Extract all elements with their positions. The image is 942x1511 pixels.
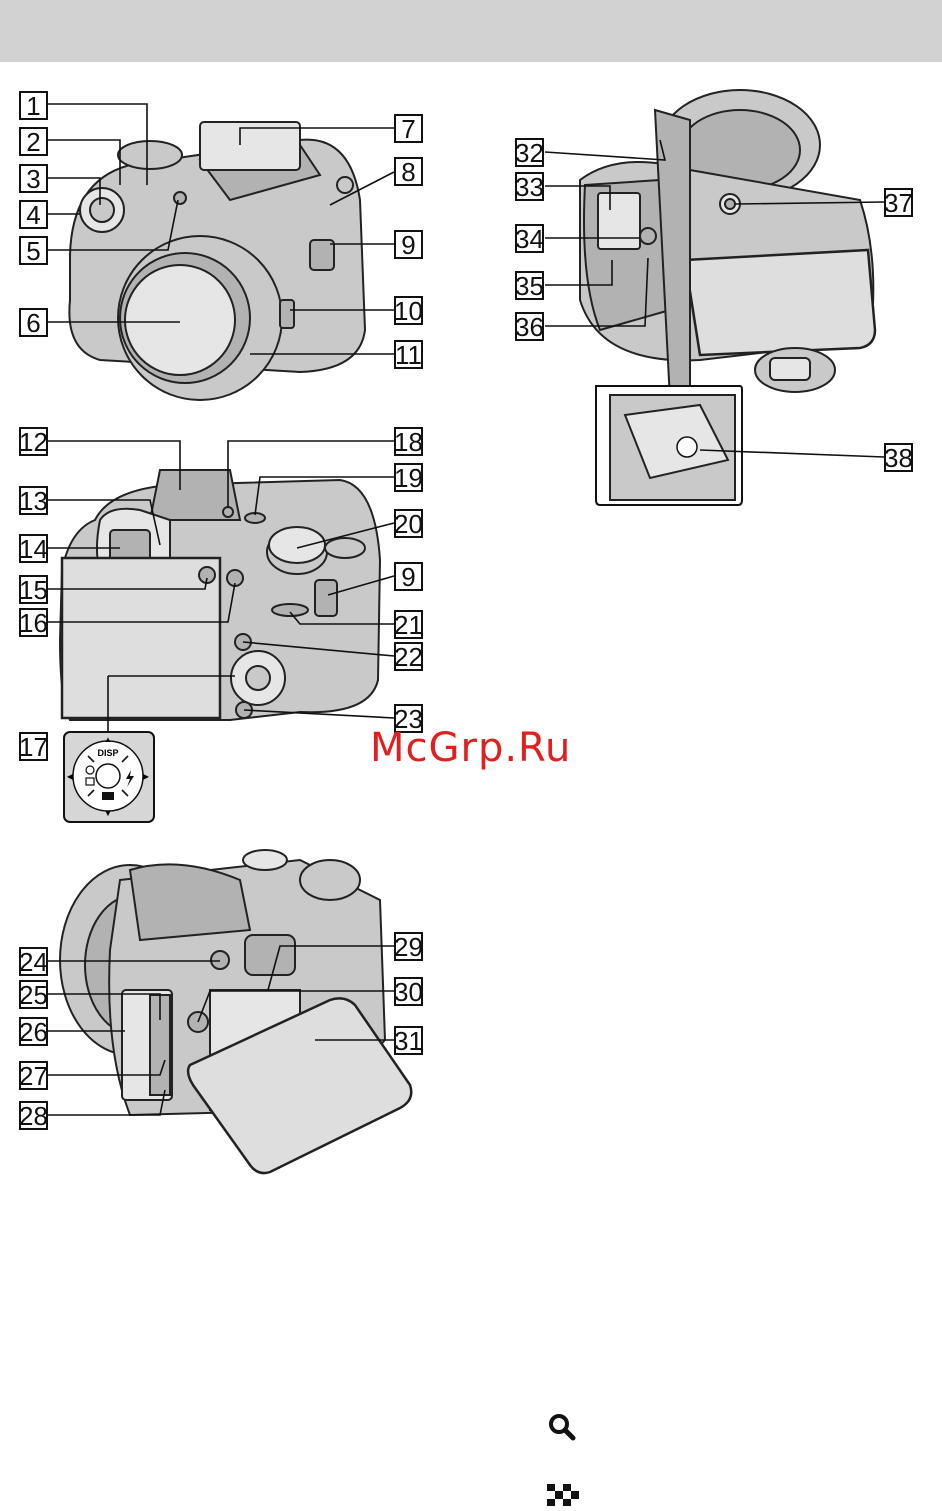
svg-text:33: 33 (515, 172, 544, 202)
control-dial-inset: DISP ▲ ▼ ◀ ▶ (64, 732, 154, 822)
callout-24: 24 (19, 947, 48, 977)
svg-text:12: 12 (19, 427, 48, 457)
svg-text:15: 15 (19, 575, 48, 605)
callout-37: 37 (884, 188, 913, 218)
svg-text:35: 35 (515, 271, 544, 301)
svg-text:3: 3 (26, 164, 40, 194)
svg-text:31: 31 (394, 1026, 423, 1056)
svg-text:4: 4 (26, 200, 40, 230)
callout-13: 13 (19, 486, 48, 516)
callout-27: 27 (19, 1061, 48, 1091)
callout-34: 34 (515, 224, 544, 254)
svg-text:5: 5 (26, 236, 40, 266)
watermark-text: McGrp.Ru (370, 725, 590, 771)
svg-text:1: 1 (26, 91, 40, 121)
camera-front-view (69, 122, 365, 400)
callout-2: 2 (20, 127, 47, 157)
callout-8: 8 (395, 157, 422, 187)
svg-text:19: 19 (394, 463, 423, 493)
callout-17: 17 (19, 732, 48, 762)
callout-18: 18 (394, 427, 423, 457)
dial-disp-label: DISP (97, 748, 118, 758)
camera-back-view (60, 470, 380, 733)
svg-text:7: 7 (401, 114, 415, 144)
svg-text:9: 9 (401, 230, 415, 260)
svg-text:20: 20 (394, 509, 423, 539)
search-icon[interactable] (547, 1412, 577, 1442)
callout-14: 14 (19, 534, 48, 564)
svg-text:32: 32 (515, 138, 544, 168)
callout-29: 29 (394, 932, 423, 962)
callout-28: 28 (19, 1101, 48, 1131)
checker-index-icon[interactable] (547, 1484, 579, 1506)
callout-6: 6 (20, 308, 47, 338)
callout-32: 32 (515, 138, 544, 168)
svg-text:22: 22 (394, 642, 423, 672)
callout-21: 21 (394, 610, 423, 640)
callout-10: 10 (394, 296, 423, 326)
callout-33: 33 (515, 172, 544, 202)
svg-text:14: 14 (19, 534, 48, 564)
camera-bottom-view (580, 90, 875, 505)
callout-22: 22 (394, 642, 423, 672)
svg-text:16: 16 (19, 608, 48, 638)
svg-text:37: 37 (884, 188, 913, 218)
svg-text:25: 25 (19, 980, 48, 1010)
svg-text:30: 30 (394, 977, 423, 1007)
callout-35: 35 (515, 271, 544, 301)
svg-text:8: 8 (401, 157, 415, 187)
callout-11: 11 (395, 340, 422, 370)
svg-text:26: 26 (19, 1017, 48, 1047)
svg-text:34: 34 (515, 224, 544, 254)
callout-16: 16 (19, 608, 48, 638)
callout-25: 25 (19, 980, 48, 1010)
callout-1: 1 (20, 91, 47, 121)
callout-12: 12 (19, 427, 48, 457)
callout-19: 19 (394, 463, 423, 493)
callout-3: 3 (20, 164, 47, 194)
svg-text:9: 9 (401, 562, 415, 592)
svg-text:▼: ▼ (104, 809, 112, 818)
svg-text:10: 10 (394, 296, 423, 326)
svg-text:13: 13 (19, 486, 48, 516)
svg-text:27: 27 (19, 1061, 48, 1091)
callout-20: 20 (394, 509, 423, 539)
svg-text:6: 6 (26, 308, 40, 338)
camera-side-view (60, 850, 411, 1173)
svg-text:▶: ▶ (143, 772, 150, 781)
callout-31: 31 (394, 1026, 423, 1056)
svg-text:17: 17 (19, 732, 48, 762)
callout-7: 7 (395, 114, 422, 144)
callout-38: 38 (884, 443, 913, 473)
svg-text:21: 21 (394, 610, 423, 640)
svg-text:36: 36 (515, 312, 544, 342)
callout-26: 26 (19, 1017, 48, 1047)
svg-text:11: 11 (395, 340, 422, 370)
svg-text:▲: ▲ (104, 735, 112, 744)
callout-30: 30 (394, 977, 423, 1007)
svg-text:29: 29 (394, 932, 423, 962)
svg-text:2: 2 (26, 127, 40, 157)
svg-text:◀: ◀ (67, 772, 74, 781)
callout-4: 4 (20, 200, 47, 230)
callout-9b: 9 (395, 562, 422, 592)
callout-5: 5 (20, 236, 47, 266)
svg-text:18: 18 (394, 427, 423, 457)
svg-text:28: 28 (19, 1101, 48, 1131)
svg-text:24: 24 (19, 947, 48, 977)
svg-text:38: 38 (884, 443, 913, 473)
callout-15: 15 (19, 575, 48, 605)
callout-9: 9 (395, 230, 422, 260)
callout-36: 36 (515, 312, 544, 342)
